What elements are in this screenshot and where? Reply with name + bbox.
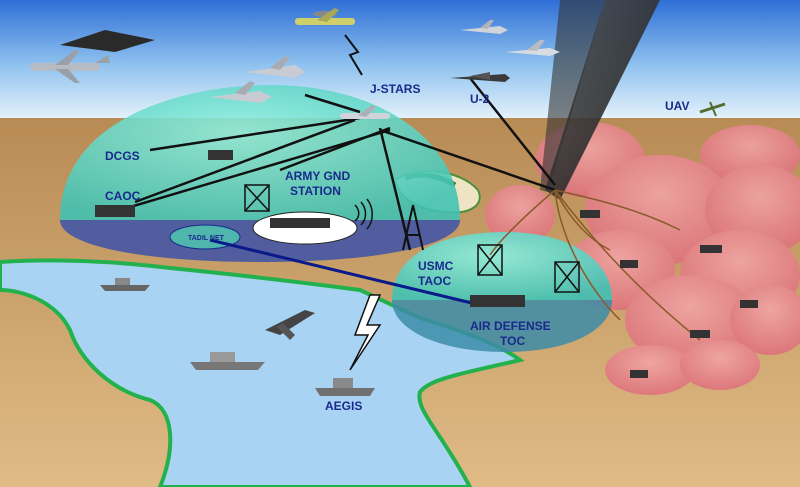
label-army-gnd: ARMY GND <box>285 169 350 183</box>
tanker-aircraft-icon <box>30 50 110 83</box>
satellite-dish-icon <box>354 198 373 230</box>
fighter-jet-icon-3 <box>245 56 305 78</box>
radar-tower-icon <box>402 204 424 251</box>
ground-vehicle-icon <box>95 150 758 378</box>
label-caoc: CAOC <box>105 189 141 203</box>
radar-tower-icon-2 <box>477 244 503 276</box>
comm-links <box>119 77 556 251</box>
lightning-icon <box>349 294 382 371</box>
fighter-jet-icon-2 <box>505 40 560 56</box>
label-aegis: AEGIS <box>325 399 362 413</box>
water-body <box>0 258 525 487</box>
warship-icon-2 <box>190 352 265 370</box>
uav-icon <box>699 101 726 117</box>
warship-icon <box>100 278 150 291</box>
radar-tower-icon-4 <box>244 184 270 212</box>
tadil-link <box>209 238 481 307</box>
u2-aircraft-icon <box>450 72 510 82</box>
label-toc: TOC <box>500 334 525 348</box>
label-dcgs: DCGS <box>105 149 140 163</box>
label-air-defense: AIR DEFENSE <box>470 319 551 333</box>
sensor-beam-2 <box>540 0 605 192</box>
ground-links <box>489 189 701 341</box>
awacs-aircraft-icon <box>295 8 355 25</box>
sky <box>0 0 800 118</box>
fighter-jet-icon-4 <box>210 81 272 103</box>
label-usmc: USMC <box>418 259 454 273</box>
aegis-cruiser-icon <box>315 378 375 396</box>
fighter-jet-icon-5 <box>265 310 315 340</box>
label-taoc: TAOC <box>418 274 451 288</box>
label-u2: U-2 <box>470 92 490 106</box>
radar-tower-icon-3 <box>554 261 580 293</box>
label-army-station: STATION <box>290 184 341 198</box>
jstars-aircraft-icon <box>340 105 390 119</box>
sensor-beam <box>545 0 660 200</box>
sky-datalink <box>344 34 363 76</box>
stealth-bomber-icon <box>60 30 155 52</box>
label-tadil-net: TADIL NET <box>188 235 225 242</box>
label-uav: UAV <box>665 99 689 113</box>
label-jstars: J-STARS <box>370 82 420 96</box>
fighter-jet-icon <box>460 20 508 34</box>
